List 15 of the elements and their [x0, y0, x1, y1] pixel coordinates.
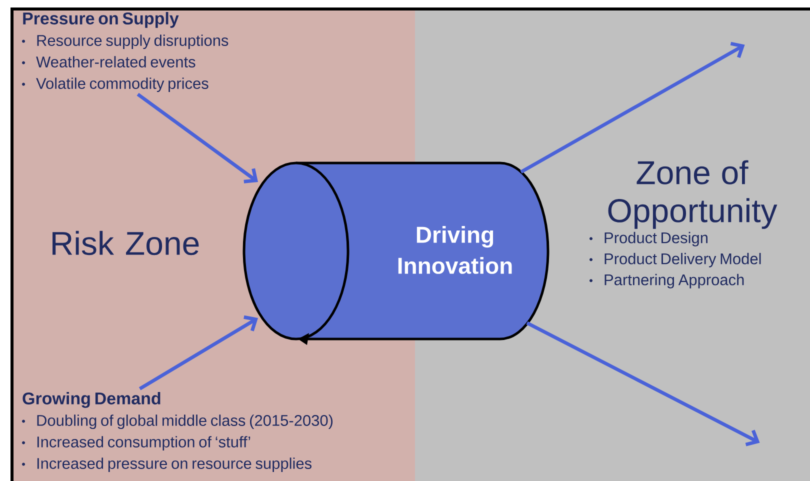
bullet-list: Growing Demand Doubling of global middle class (2015-2030) Increased consumption of ‘stuff’ Increased pressure on resource supplies — [22, 392, 333, 472]
node-label: Growing Demand — [22, 392, 160, 408]
node-label: Doubling of global middle class (2015-2030) — [37, 414, 333, 430]
arrow — [138, 315, 258, 390]
node-label: Pressure on Supply — [23, 12, 179, 28]
node-label: Resource supply disruptions — [37, 34, 228, 50]
node-label: Weather-related events — [36, 56, 196, 68]
cylinder: Driving Innovation — [242, 162, 550, 345]
arrow — [526, 321, 760, 446]
bullet-list: Pressure on Supply Resource supply disruptions Weather-related events Volatile commodity prices — [22, 12, 228, 92]
arrow — [520, 42, 745, 174]
node-label: Volatile commodity prices — [36, 78, 208, 92]
arrow — [136, 92, 258, 184]
node-label: Increased pressure on resource supplies — [37, 458, 312, 472]
node-label: Increased consumption of ‘stuff’ — [37, 436, 250, 451]
